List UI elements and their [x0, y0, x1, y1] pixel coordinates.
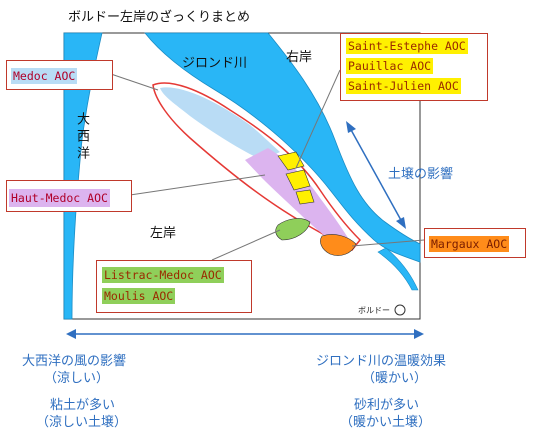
garonne-tributary [377, 247, 419, 291]
right-soil-sub-text: （暖かい土壌） [340, 415, 432, 430]
listrac-medoc-label: Listrac-Medoc AOC [102, 267, 224, 283]
haut-medoc-label: Haut-Medoc AOC [9, 189, 110, 207]
bottom-arrow-head-left [66, 329, 76, 339]
saint-estephe-label: Saint-Estephe AOC [346, 38, 468, 54]
page-title: ボルドー左岸のざっくりまとめ [68, 10, 251, 25]
soil-arrow-head-top [346, 121, 356, 133]
soil-influence-arrow [349, 127, 403, 223]
left-influence-text: 大西洋の風の影響 [22, 354, 127, 369]
medoc-label-box: Medoc AOC [6, 60, 113, 90]
leader-haut-medoc [129, 174, 266, 196]
medoc-zone [160, 87, 280, 160]
haut-medoc-label-box: Haut-Medoc AOC [6, 180, 132, 212]
margaux-label-box: Margaux AOC [424, 228, 526, 258]
soil-arrow-head-bottom [396, 217, 406, 229]
medoc-outline [152, 82, 362, 251]
left-soil-sub-text: （涼しい土壌） [36, 415, 128, 430]
leader-listrac [211, 229, 281, 261]
leader-medoc [110, 73, 159, 91]
ocean-label: 大西洋 [74, 112, 89, 163]
leader-margaux [351, 239, 425, 247]
pauillac-label: Pauillac AOC [346, 58, 434, 74]
left-bank-label: 左岸 [150, 226, 177, 241]
river-label: ジロンド川 [182, 56, 248, 71]
saint-julien-label: Saint-Julien AOC [346, 78, 461, 94]
left-influence-sub-text: （涼しい） [44, 371, 110, 386]
saint-julien-zone [295, 189, 315, 205]
leader-left-group [295, 69, 341, 169]
left-group-label-box: Saint-Estephe AOC Pauillac AOC Saint-Jul… [340, 33, 488, 101]
bottom-arrow-head-right [414, 329, 424, 339]
soil-influence-label: 土壌の影響 [388, 167, 454, 182]
margaux-zone [320, 234, 357, 256]
right-bank-label: 右岸 [286, 50, 313, 65]
left-soil-text: 粘土が多い [50, 398, 116, 413]
city-label: ボルドー [358, 306, 390, 315]
margaux-label: Margaux AOC [429, 236, 510, 252]
right-influence-text: ジロンド川の温暖効果 [316, 354, 447, 369]
listrac-moulis-zone [275, 218, 311, 241]
right-soil-text: 砂利が多い [354, 398, 420, 413]
gironde-river [144, 32, 421, 263]
right-influence-sub-text: （暖かい） [362, 371, 428, 386]
bordeaux-city-marker [394, 304, 406, 316]
atlantic-ocean [63, 32, 103, 320]
medoc-label: Medoc AOC [11, 68, 78, 84]
moulis-label: Moulis AOC [102, 288, 176, 304]
pauillac-zone [285, 169, 311, 191]
listrac-moulis-label-box: Listrac-Medoc AOC Moulis AOC [96, 260, 252, 313]
